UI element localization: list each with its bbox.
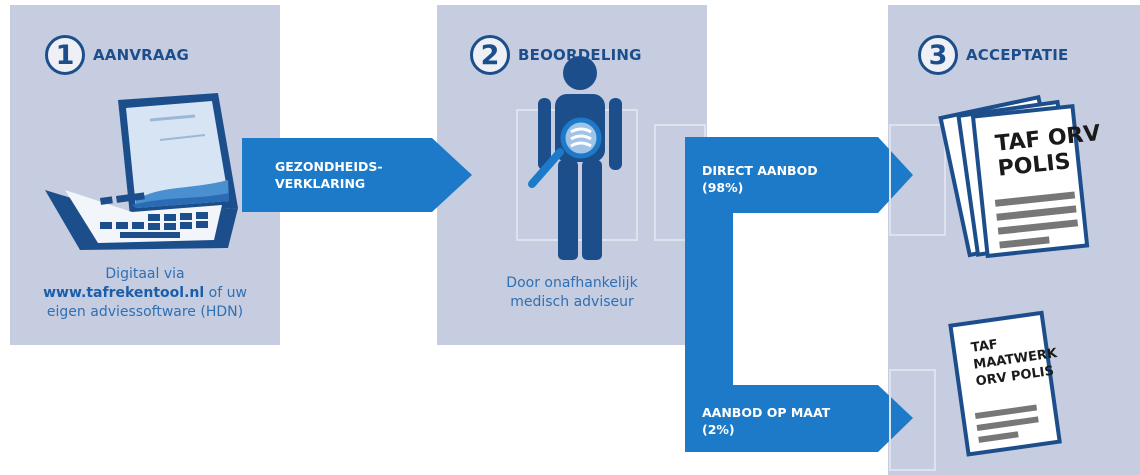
- direct-offer-label: DIRECT AANBOD (98%): [702, 162, 818, 196]
- step2-title: BEOORDELING: [518, 46, 642, 64]
- step1-caption-rest: of uw: [204, 285, 247, 301]
- step3-header: 3 ACCEPTATIE: [918, 35, 1068, 75]
- step1-caption-line1: Digitaal via: [105, 266, 185, 282]
- direct-offer-line2: (98%): [702, 180, 744, 195]
- policy-document-icon: [938, 94, 1090, 259]
- step2-caption-line1: Door onafhankelijk: [506, 275, 638, 291]
- medical-advisor-icon: [528, 56, 622, 260]
- health-declaration-label: GEZONDHEIDS- VERKLARING: [275, 158, 383, 192]
- custom-policy-document-icon: [948, 310, 1062, 457]
- custom-offer-label: AANBOD OP MAAT (2%): [702, 404, 830, 438]
- step1-number-icon: 1: [45, 35, 85, 75]
- step3-title: ACCEPTATIE: [966, 46, 1069, 64]
- custom-offer-line1: AANBOD OP MAAT: [702, 405, 831, 420]
- frame-decor-3a: [889, 124, 946, 236]
- direct-offer-arrow: [685, 137, 913, 213]
- step3-number-icon: 3: [918, 35, 958, 75]
- step1-title: AANVRAAG: [93, 46, 190, 64]
- tafrekentool-link[interactable]: www.tafrekentool.nl: [43, 285, 205, 301]
- health-declaration-line1: GEZONDHEIDS-: [275, 159, 383, 174]
- laptop-icon: [45, 93, 238, 250]
- frame-decor-3b: [889, 369, 936, 471]
- step1-caption-line3: eigen adviessoftware (HDN): [46, 304, 244, 320]
- health-declaration-arrow: [242, 138, 472, 212]
- custom-offer-line2: (2%): [702, 422, 735, 437]
- custom-offer-arrow: [685, 385, 913, 452]
- health-declaration-line2: VERKLARING: [275, 176, 366, 191]
- direct-offer-line1: DIRECT AANBOD: [702, 163, 818, 178]
- step2-number-icon: 2: [470, 35, 510, 75]
- step2-caption-line2: medisch adviseur: [510, 294, 634, 310]
- step2-header: 2 BEOORDELING: [470, 35, 642, 75]
- step1-header: 1 AANVRAAG: [45, 35, 189, 75]
- step1-caption: Digitaal via www.tafrekentool.nl of uw e…: [25, 265, 265, 322]
- step2-caption: Door onafhankelijk medisch adviseur: [452, 274, 692, 312]
- step1-caption-line2: www.tafrekentool.nl of uw: [25, 284, 265, 303]
